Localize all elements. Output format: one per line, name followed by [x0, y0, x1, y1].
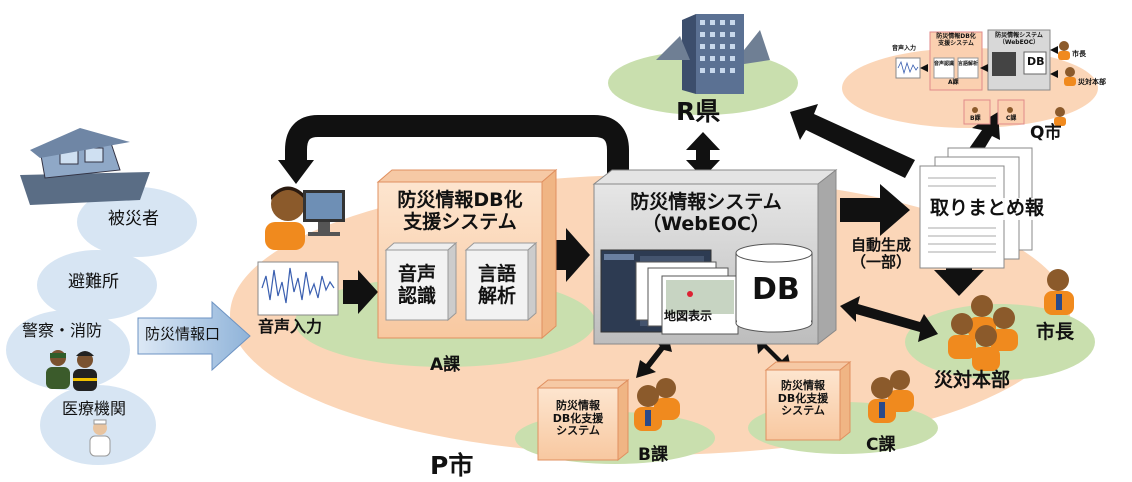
q-a-div-label: A課: [948, 79, 959, 86]
webeoc-title-line1: 防災情報システム: [630, 191, 782, 213]
arrow-webeoc-to-report: [840, 184, 910, 236]
q-hq-label: 災対本部: [1078, 78, 1106, 86]
q-db-label: DB: [1027, 55, 1045, 68]
q-db-sys-line1: 防災情報DB化: [936, 33, 976, 40]
operator-icon: [265, 186, 345, 250]
arrow-feedback-loop: [285, 115, 629, 175]
q-eoc-label: 防災情報システム （WebEOC）: [988, 32, 1050, 47]
victim-bubble-3: [6, 310, 130, 390]
arrow-report-to-city-q: [968, 112, 1000, 156]
voice-input-label: 音声入力: [258, 317, 323, 336]
arrow-webeoc-hq: [840, 296, 938, 342]
webeoc-title: 防災情報システム （WebEOC）: [594, 191, 818, 236]
city-q-mini-diagram: [895, 29, 1076, 126]
collapsed-building-icon: [20, 128, 150, 205]
auto-generate-line1: 自動生成: [850, 236, 911, 254]
q-b-div-label: B課: [970, 115, 981, 122]
b-sys-line3: システム: [556, 424, 600, 438]
c-sys-line3: システム: [781, 404, 825, 418]
a-system-title-line2: 支援システム: [403, 210, 517, 233]
webeoc-title-line2: （WebEOC）: [642, 212, 770, 235]
q-db-sys-label: 防災情報DB化 支援システム: [930, 33, 982, 48]
speech-recognition-label: 音声 認識: [386, 263, 448, 308]
q-db-sys-line2: 支援システム: [938, 39, 974, 47]
arrow-report-to-prefecture: [790, 104, 915, 178]
db-cylinder: [735, 243, 813, 333]
b-system-label: 防災情報 DB化支援 システム: [538, 399, 618, 438]
info-input-label: 防災情報口: [145, 325, 221, 343]
q-mayor-label: 市長: [1072, 50, 1086, 58]
prefecture-label: R県: [676, 97, 721, 126]
lang-line1: 言語: [477, 263, 516, 285]
prefecture-building-icon: [656, 14, 770, 94]
summary-report-label: 取りまとめ報: [930, 197, 1045, 220]
c-sys-line1: 防災情報: [781, 379, 825, 392]
hq-staff-icon: [948, 295, 1018, 371]
auto-generate-line2: （一部）: [850, 253, 911, 272]
arrow-voice-to-a: [343, 270, 378, 314]
speech-line1: 音声: [397, 263, 436, 285]
q-c-div-label: C課: [1006, 115, 1017, 122]
b-staff-icon: [634, 378, 680, 431]
c-division-label: C課: [866, 435, 896, 455]
q-eoc-line2: （WebEOC）: [998, 38, 1040, 46]
victim-label-affected: 被災者: [108, 209, 159, 229]
b-sys-line2: DB化支援: [552, 411, 604, 425]
arrow-feedback-head: [278, 160, 314, 184]
arrow-webeoc-b: [636, 335, 672, 378]
b-system-box: [536, 378, 630, 462]
firefighter-icon: [73, 351, 97, 391]
hq-label: 災対本部: [934, 369, 1011, 391]
webeoc-screenshots: [600, 249, 739, 335]
auto-generate-label: 自動生成 （一部）: [840, 236, 922, 272]
a-system-title: 防災情報DB化 支援システム: [378, 189, 542, 234]
speech-line2: 認識: [397, 284, 436, 307]
q-lang-label: 言語解析: [958, 61, 979, 67]
victim-label-police-fire: 警察・消防: [22, 321, 103, 340]
b-division-label: B課: [638, 445, 668, 465]
arrow-webeoc-prefecture: [686, 132, 720, 178]
mayor-icon: [1044, 269, 1074, 315]
victim-bubble-2: [37, 250, 157, 320]
lang-line2: 解析: [477, 284, 516, 307]
info-input-arrow: [137, 300, 251, 372]
mayor-label: 市長: [1036, 321, 1075, 343]
arrow-a-to-webeoc: [548, 228, 590, 282]
map-display-label: 地図表示: [664, 309, 713, 323]
q-eoc-line1: 防災情報システム: [995, 32, 1043, 39]
a-system-title-line1: 防災情報DB化: [397, 189, 523, 211]
c-sys-line2: DB化支援: [777, 391, 829, 405]
q-voice-label: 音声入力: [892, 45, 917, 52]
language-analysis-box: [464, 241, 538, 322]
victim-label-shelter: 避難所: [68, 272, 119, 292]
c-staff-icon: [868, 370, 914, 423]
city-q-label: Q市: [1030, 123, 1062, 143]
language-analysis-label: 言語 解析: [466, 263, 528, 308]
victim-label-medical: 医療機関: [62, 399, 127, 418]
db-label: DB: [752, 272, 800, 307]
c-system-label: 防災情報 DB化支援 システム: [766, 379, 840, 418]
doctor-icon: [89, 419, 111, 457]
victim-bubble-1: [77, 187, 197, 257]
voice-waveform: [257, 261, 339, 316]
c-system-box: [764, 360, 852, 442]
q-speech-label: 音声認識: [934, 61, 955, 67]
speech-recognition-box: [384, 241, 458, 322]
b-sys-line1: 防災情報: [556, 399, 600, 412]
a-division-label: A課: [430, 355, 461, 375]
city-p-label: P市: [430, 451, 474, 480]
police-icon: [46, 350, 70, 389]
